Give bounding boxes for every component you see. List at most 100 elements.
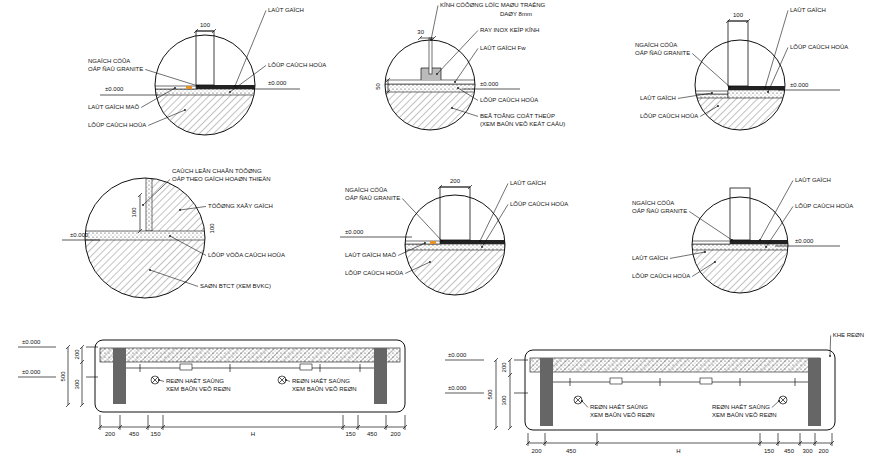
leader-dot: [729, 86, 731, 88]
leader-dot: [778, 400, 780, 402]
leader-dot: [158, 379, 160, 381]
drawing-label: ±0.000: [345, 229, 363, 236]
light-tray: [553, 378, 808, 386]
drawing-label: XEM BAÛN VEÕ REØN: [292, 386, 357, 393]
floor-layers: [690, 240, 790, 295]
leader-dot: [149, 269, 151, 271]
drawing-label: LAÙT GAÏCH: [632, 255, 668, 262]
drawing-label: LÔÙP CAÙCH HOÙA: [640, 113, 698, 120]
leader-dot: [424, 242, 426, 244]
leader-line: [398, 243, 425, 255]
drawing-label: H: [251, 431, 255, 438]
concrete-hatch: [690, 250, 790, 295]
fixture-box: [610, 378, 622, 384]
drawing-label: LAÙT GAÏCH: [510, 180, 546, 187]
leader-line: [143, 179, 170, 205]
drawing-label: 300: [501, 395, 508, 405]
drawing-label: (XEM BAÛN VEÕ KEÁT CAÁU): [480, 121, 565, 128]
leader-line: [582, 401, 588, 407]
leader-dot: [234, 85, 236, 87]
dimension-line: [438, 185, 472, 189]
drawing-label: REØN HAÉT SAÙNG: [292, 378, 350, 385]
drawing-label: ±0.000: [22, 339, 40, 346]
drawing-label: LÔÙP CAÙCH HOÙA: [268, 62, 326, 69]
drawing-label: 200: [390, 431, 400, 438]
concrete-hatch: [690, 98, 790, 138]
drawing-label: NGAÏCH CÖÛA: [345, 187, 387, 194]
leader-dot: [457, 87, 459, 89]
leader-dot: [285, 379, 287, 381]
leader-line: [700, 106, 718, 116]
tile-layer: [380, 80, 480, 84]
leader-line: [455, 48, 478, 82]
drawing-label: 200: [74, 349, 81, 359]
drawing-label: KÍNH CÖÔØNG LÖÏC MAØU TRAÉNG: [440, 2, 545, 9]
dimension-line: [494, 358, 512, 430]
drawing-label: 200: [105, 431, 115, 438]
drawing-label: 450: [784, 448, 794, 455]
plaster-layer: [146, 170, 152, 231]
datum-line: [778, 90, 840, 91]
support-post: [540, 358, 553, 426]
drawing-label: 100: [733, 12, 743, 19]
drawing-label: NGAÏCH CÖÛA: [632, 200, 674, 207]
support-post: [808, 358, 821, 426]
leader-line: [670, 252, 705, 258]
leader-dot: [429, 261, 431, 263]
leader-dot: [704, 251, 706, 253]
drawing-label: LAÙT GAÏCH: [790, 7, 826, 14]
drawing-label: H: [676, 448, 680, 455]
leader-line: [766, 206, 793, 247]
concrete-slab: [80, 240, 220, 300]
tile-layer: [405, 241, 440, 244]
section-frame: [525, 350, 835, 430]
leader-dot: [767, 91, 769, 93]
detail-circle: [695, 40, 785, 130]
leader-line: [159, 380, 164, 381]
leader-line: [692, 53, 730, 87]
leader-dot: [581, 400, 583, 402]
support-post: [374, 348, 387, 404]
mortar-layer: [80, 231, 220, 240]
joint-strip: [430, 241, 436, 244]
drawing-label: LAÙT GAÏCH MAÕ: [88, 104, 139, 111]
drawing-label: 150: [345, 431, 355, 438]
leader-line: [458, 88, 478, 100]
drawing-label: OÁP ÑAÙ GRANITE: [635, 50, 690, 57]
drawing-label: 300: [802, 448, 812, 455]
drawing-label: 200: [450, 178, 460, 185]
drawing-label: ±0.000: [70, 232, 88, 239]
drawing-label: DAØY 8mm: [500, 11, 532, 18]
drawing-label: REØN HAÉT SAÙNG: [166, 378, 224, 385]
drawing-label: 50: [375, 83, 382, 90]
leader-line: [692, 262, 715, 276]
leader-line: [235, 10, 266, 86]
glass-panel: [429, 38, 432, 74]
tile-layer: [150, 86, 196, 89]
leader-dot: [179, 209, 181, 211]
drawing-label: LAÙT GAÏCH: [795, 177, 831, 184]
detail-circle: [692, 197, 788, 293]
tile-layer: [690, 241, 730, 244]
leader-dot: [714, 261, 716, 263]
leader-dot: [169, 235, 171, 237]
drawing-label: REØN HAÉT SAÙNG: [712, 404, 770, 411]
door-jamb: [196, 31, 214, 85]
leader-line: [170, 236, 206, 255]
leader-line: [678, 93, 712, 98]
slab-hatch: [100, 348, 400, 362]
drawing-label: 500: [60, 371, 67, 381]
drawing-label: NGAÏCH CÖÛA: [88, 58, 130, 65]
drawing-label: KHE REØN: [833, 332, 864, 339]
drawing-label: CAÙCH LEÂN CHAÂN TÖÔØNG: [172, 168, 262, 175]
drawing-label: ±0.000: [105, 86, 123, 93]
drawing-label: LAÙT GAÏCH: [268, 7, 304, 14]
drawing-label: REØN HAÉT SAÙNG: [590, 404, 648, 411]
drawing-label: LÔÙP CAÙCH HOÙA: [480, 97, 538, 104]
drawing-label: XEM BAÛN VEÕ REØN: [712, 412, 777, 419]
leader-dot: [717, 105, 719, 107]
drawing-label: LÔÙP CAÙCH HOÙA: [510, 201, 568, 208]
granite-sill: [728, 86, 793, 90]
drawing-label: 500: [487, 389, 494, 399]
datum-line: [775, 246, 840, 247]
